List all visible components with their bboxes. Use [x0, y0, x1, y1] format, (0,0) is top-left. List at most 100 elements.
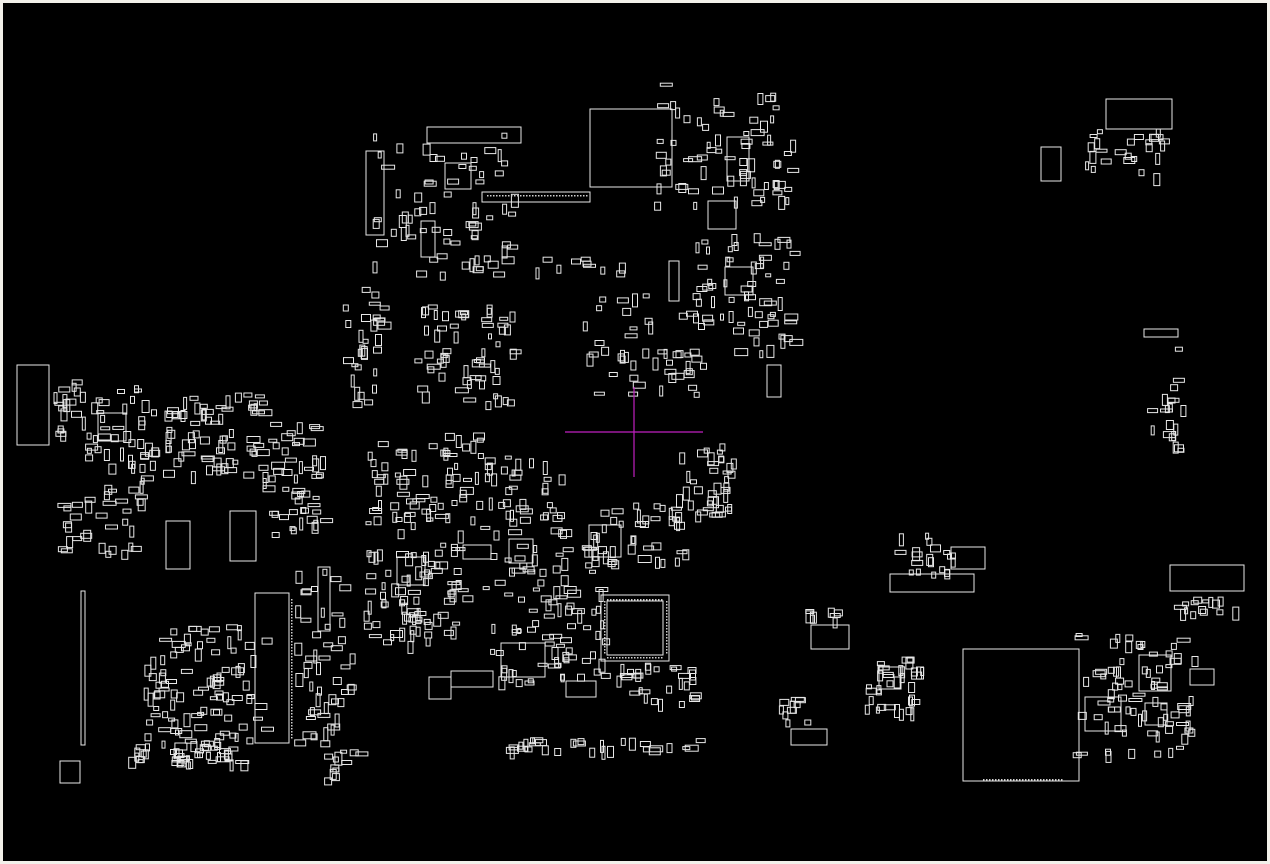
- smd-component[interactable]: [554, 748, 562, 756]
- smd-component[interactable]: [707, 461, 720, 467]
- smd-component[interactable]: [236, 625, 242, 632]
- smd-component[interactable]: [376, 549, 383, 562]
- smd-component[interactable]: [390, 228, 397, 237]
- smd-component[interactable]: [419, 206, 428, 215]
- smd-component[interactable]: [289, 526, 296, 532]
- smd-component[interactable]: [370, 319, 378, 332]
- smd-component[interactable]: [312, 458, 320, 473]
- smd-component[interactable]: [254, 703, 268, 710]
- smd-component[interactable]: [170, 628, 178, 636]
- smd-component[interactable]: [352, 401, 363, 409]
- smd-component[interactable]: [642, 746, 650, 753]
- smd-component[interactable]: [304, 466, 314, 471]
- smd-component[interactable]: [173, 748, 180, 760]
- smd-component[interactable]: [716, 449, 723, 455]
- smd-component[interactable]: [731, 234, 738, 246]
- smd-component[interactable]: [406, 574, 411, 587]
- smd-component[interactable]: [700, 166, 707, 181]
- smd-component[interactable]: [246, 445, 256, 452]
- smd-component[interactable]: [770, 92, 777, 102]
- smd-component[interactable]: [555, 643, 565, 648]
- smd-component[interactable]: [71, 410, 82, 418]
- smd-component[interactable]: [508, 529, 523, 536]
- smd-component[interactable]: [161, 740, 166, 749]
- smd-component[interactable]: [1168, 747, 1174, 758]
- smd-component[interactable]: [288, 509, 298, 516]
- smd-component[interactable]: [666, 743, 673, 754]
- smd-component[interactable]: [429, 256, 439, 263]
- smd-component[interactable]: [784, 320, 798, 325]
- smd-component[interactable]: [161, 680, 169, 688]
- smd-component[interactable]: [437, 502, 444, 510]
- smd-component[interactable]: [178, 756, 190, 761]
- smd-component[interactable]: [766, 344, 775, 358]
- smd-component[interactable]: [406, 608, 419, 616]
- smd-component[interactable]: [58, 386, 71, 393]
- smd-component[interactable]: [629, 326, 638, 331]
- smd-component[interactable]: [713, 106, 725, 114]
- smd-component[interactable]: [636, 509, 641, 524]
- smd-component[interactable]: [194, 648, 202, 662]
- smd-component[interactable]: [480, 525, 491, 530]
- smd-component[interactable]: [926, 553, 934, 566]
- smd-component[interactable]: [601, 524, 607, 534]
- smd-component[interactable]: [134, 752, 140, 762]
- smd-component[interactable]: [511, 567, 526, 574]
- smd-component[interactable]: [628, 737, 636, 751]
- smd-component[interactable]: [422, 475, 429, 488]
- chip-strip-2[interactable]: [668, 260, 680, 302]
- smd-component[interactable]: [660, 558, 666, 568]
- smd-component[interactable]: [177, 762, 187, 768]
- smd-component[interactable]: [200, 740, 214, 747]
- smd-component[interactable]: [219, 435, 227, 444]
- smd-component[interactable]: [310, 733, 318, 741]
- smd-component[interactable]: [712, 186, 724, 195]
- smd-component[interactable]: [1121, 729, 1127, 737]
- smd-component[interactable]: [162, 711, 169, 719]
- smd-component[interactable]: [337, 698, 345, 708]
- smd-component[interactable]: [243, 471, 255, 479]
- smd-component[interactable]: [385, 569, 392, 577]
- smd-component[interactable]: [444, 432, 455, 441]
- smd-component[interactable]: [554, 657, 560, 669]
- smd-component[interactable]: [443, 191, 452, 198]
- smd-component[interactable]: [678, 312, 688, 320]
- smd-component[interactable]: [180, 410, 186, 422]
- smd-component[interactable]: [572, 740, 586, 747]
- smd-component[interactable]: [130, 395, 135, 404]
- smd-component[interactable]: [361, 286, 371, 293]
- smd-component[interactable]: [295, 673, 304, 687]
- smd-component[interactable]: [1112, 682, 1119, 691]
- smd-component[interactable]: [134, 388, 142, 393]
- smd-component[interactable]: [399, 599, 406, 607]
- smd-component[interactable]: [139, 463, 146, 473]
- smd-component[interactable]: [1107, 706, 1121, 713]
- smd-component[interactable]: [912, 547, 921, 562]
- smd-component[interactable]: [693, 486, 703, 495]
- smd-component[interactable]: [666, 359, 673, 366]
- smd-component[interactable]: [1193, 596, 1203, 604]
- smd-component[interactable]: [567, 623, 576, 630]
- smd-component[interactable]: [689, 669, 696, 681]
- smd-component[interactable]: [759, 320, 769, 328]
- smd-component[interactable]: [301, 490, 311, 498]
- smd-component[interactable]: [527, 678, 534, 684]
- smd-component[interactable]: [181, 439, 190, 451]
- smd-component[interactable]: [221, 463, 229, 475]
- smd-component[interactable]: [268, 438, 278, 443]
- smd-component[interactable]: [911, 699, 921, 705]
- smd-component[interactable]: [650, 698, 658, 706]
- smd-component[interactable]: [690, 479, 697, 485]
- smd-component[interactable]: [230, 647, 237, 654]
- smd-component[interactable]: [424, 350, 434, 359]
- smd-component[interactable]: [453, 568, 462, 575]
- smd-component[interactable]: [455, 580, 462, 590]
- smd-component[interactable]: [350, 374, 355, 388]
- smd-component[interactable]: [665, 158, 672, 166]
- smd-component[interactable]: [542, 256, 553, 263]
- chip-left-vertical-2[interactable]: [317, 566, 331, 632]
- smd-component[interactable]: [406, 498, 417, 505]
- smd-component[interactable]: [541, 488, 549, 496]
- smd-component[interactable]: [153, 706, 160, 711]
- smd-component[interactable]: [1105, 750, 1112, 763]
